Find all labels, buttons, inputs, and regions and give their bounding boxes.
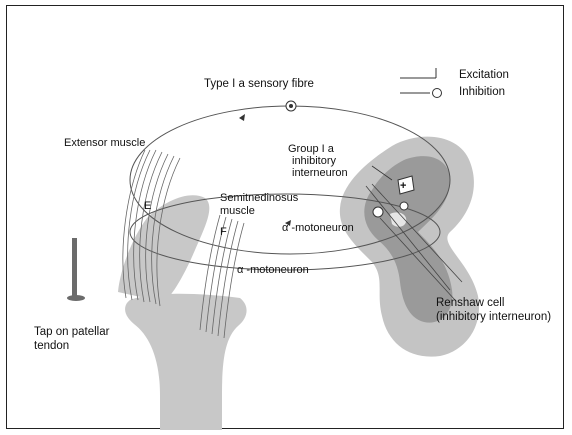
fibre-direction-arrow <box>239 114 245 121</box>
motoneuron-body-lower <box>373 207 383 217</box>
renshaw-cell-label-1: Renshaw cell <box>436 297 504 309</box>
legend-symbols <box>400 68 442 98</box>
renshaw-cell-label-2: (inhibitory interneuron) <box>436 311 551 323</box>
group-ia-label-1: Group I a <box>288 143 334 155</box>
semitendinosus-label-1: Semitnedinosus <box>220 192 298 204</box>
legend-inhibition-label: Inhibition <box>459 86 505 98</box>
type-ia-fibre-label: Type I a sensory fibre <box>204 78 314 90</box>
reflex-hammer <box>67 238 85 301</box>
inhibition-symbol-circle <box>433 89 442 98</box>
legend-excitation-label: Excitation <box>459 69 509 81</box>
tap-label-1: Tap on patellar <box>34 326 109 338</box>
excitation-plus-sign: + <box>400 180 406 192</box>
motoneuron-body-upper <box>400 202 408 210</box>
semitendinosus-label-2: muscle <box>220 205 255 217</box>
extensor-muscle-label: Extensor muscle <box>64 137 145 149</box>
group-ia-label-3: interneuron <box>292 167 348 179</box>
alpha-motoneuron-label-lower: α -motoneuron <box>237 264 309 276</box>
tap-label-2: tendon <box>34 340 69 352</box>
extensor-e-marker: E <box>144 200 151 212</box>
tibia-bone <box>125 294 247 430</box>
group-ia-label-2: inhibitory <box>292 155 336 167</box>
semitendinosus-e-marker: F <box>220 226 227 238</box>
alpha-motoneuron-label-upper: α -motoneuron <box>282 222 354 234</box>
femur-bone <box>118 195 209 302</box>
